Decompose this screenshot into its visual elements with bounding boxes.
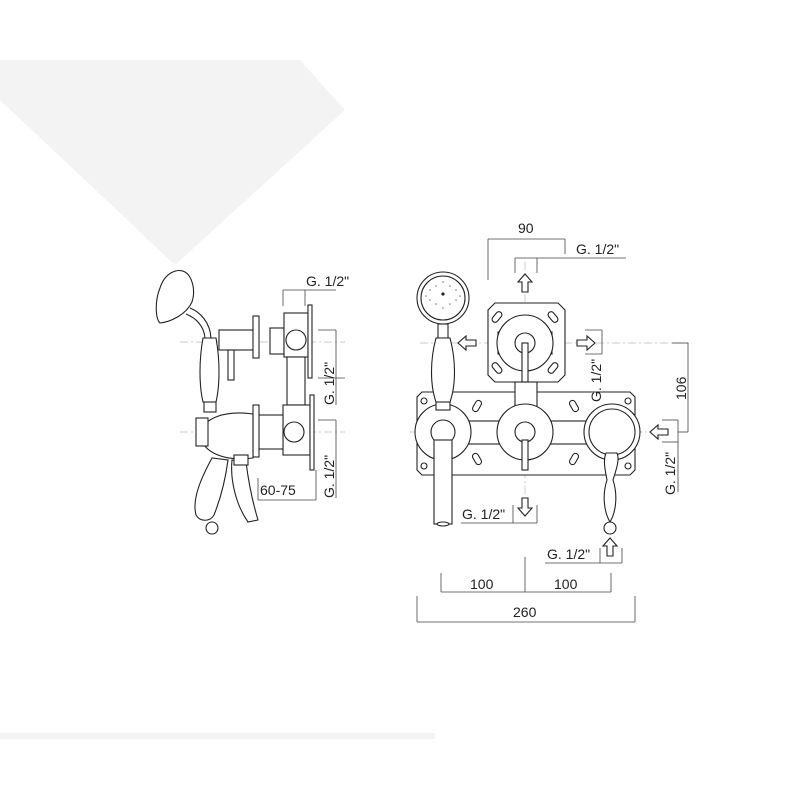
spacing-left-label: 100 xyxy=(470,576,494,592)
shower-handle-front xyxy=(431,337,455,403)
lever-side xyxy=(194,457,229,521)
background-band xyxy=(0,733,435,739)
arrow-up-icon xyxy=(516,273,534,293)
shower-nozzles xyxy=(425,281,461,309)
mounting-slots xyxy=(420,311,632,470)
side-wall-depth-label: 60-75 xyxy=(260,482,296,498)
diverter-lever xyxy=(521,342,529,383)
shower-head-side xyxy=(155,270,195,324)
arrow-left-inlet-icon xyxy=(649,423,669,441)
shower-hose-front xyxy=(433,439,453,525)
side-top-connection-label: G. 1/2" xyxy=(306,273,349,289)
front-view: 90 G. 1/2" G. 1/2" 106 G. 1/2" G. 1/2" G… xyxy=(410,220,690,623)
shower-handle-side xyxy=(199,337,220,403)
total-width-label: 260 xyxy=(513,604,537,620)
right-inlet-label: G. 1/2" xyxy=(662,452,678,495)
top-width-label: 90 xyxy=(518,220,534,236)
upper-valve-rod xyxy=(218,329,256,351)
right-lever xyxy=(603,452,619,524)
arrow-up-inlet-icon xyxy=(601,537,619,557)
arrow-down-icon xyxy=(516,497,534,517)
arrow-left-icon xyxy=(457,334,477,352)
height-label: 106 xyxy=(673,376,689,400)
center-lever xyxy=(521,439,529,471)
arrow-right-icon xyxy=(576,334,596,352)
bottom-outlet-label: G. 1/2" xyxy=(462,506,505,522)
spacing-right-label: 100 xyxy=(554,576,578,592)
side-upper-outlet-label: G. 1/2" xyxy=(321,362,337,405)
right-outlet-label: G. 1/2" xyxy=(588,359,604,402)
connecting-pipe xyxy=(286,356,306,406)
side-view: G. 1/2" G. 1/2" G. 1/2" 60-75 xyxy=(155,270,349,535)
top-outlet-label: G. 1/2" xyxy=(576,241,619,257)
bottom-inlet-label: G. 1/2" xyxy=(547,546,590,562)
background-shade xyxy=(0,60,345,265)
side-lower-outlet-label: G. 1/2" xyxy=(321,455,337,498)
